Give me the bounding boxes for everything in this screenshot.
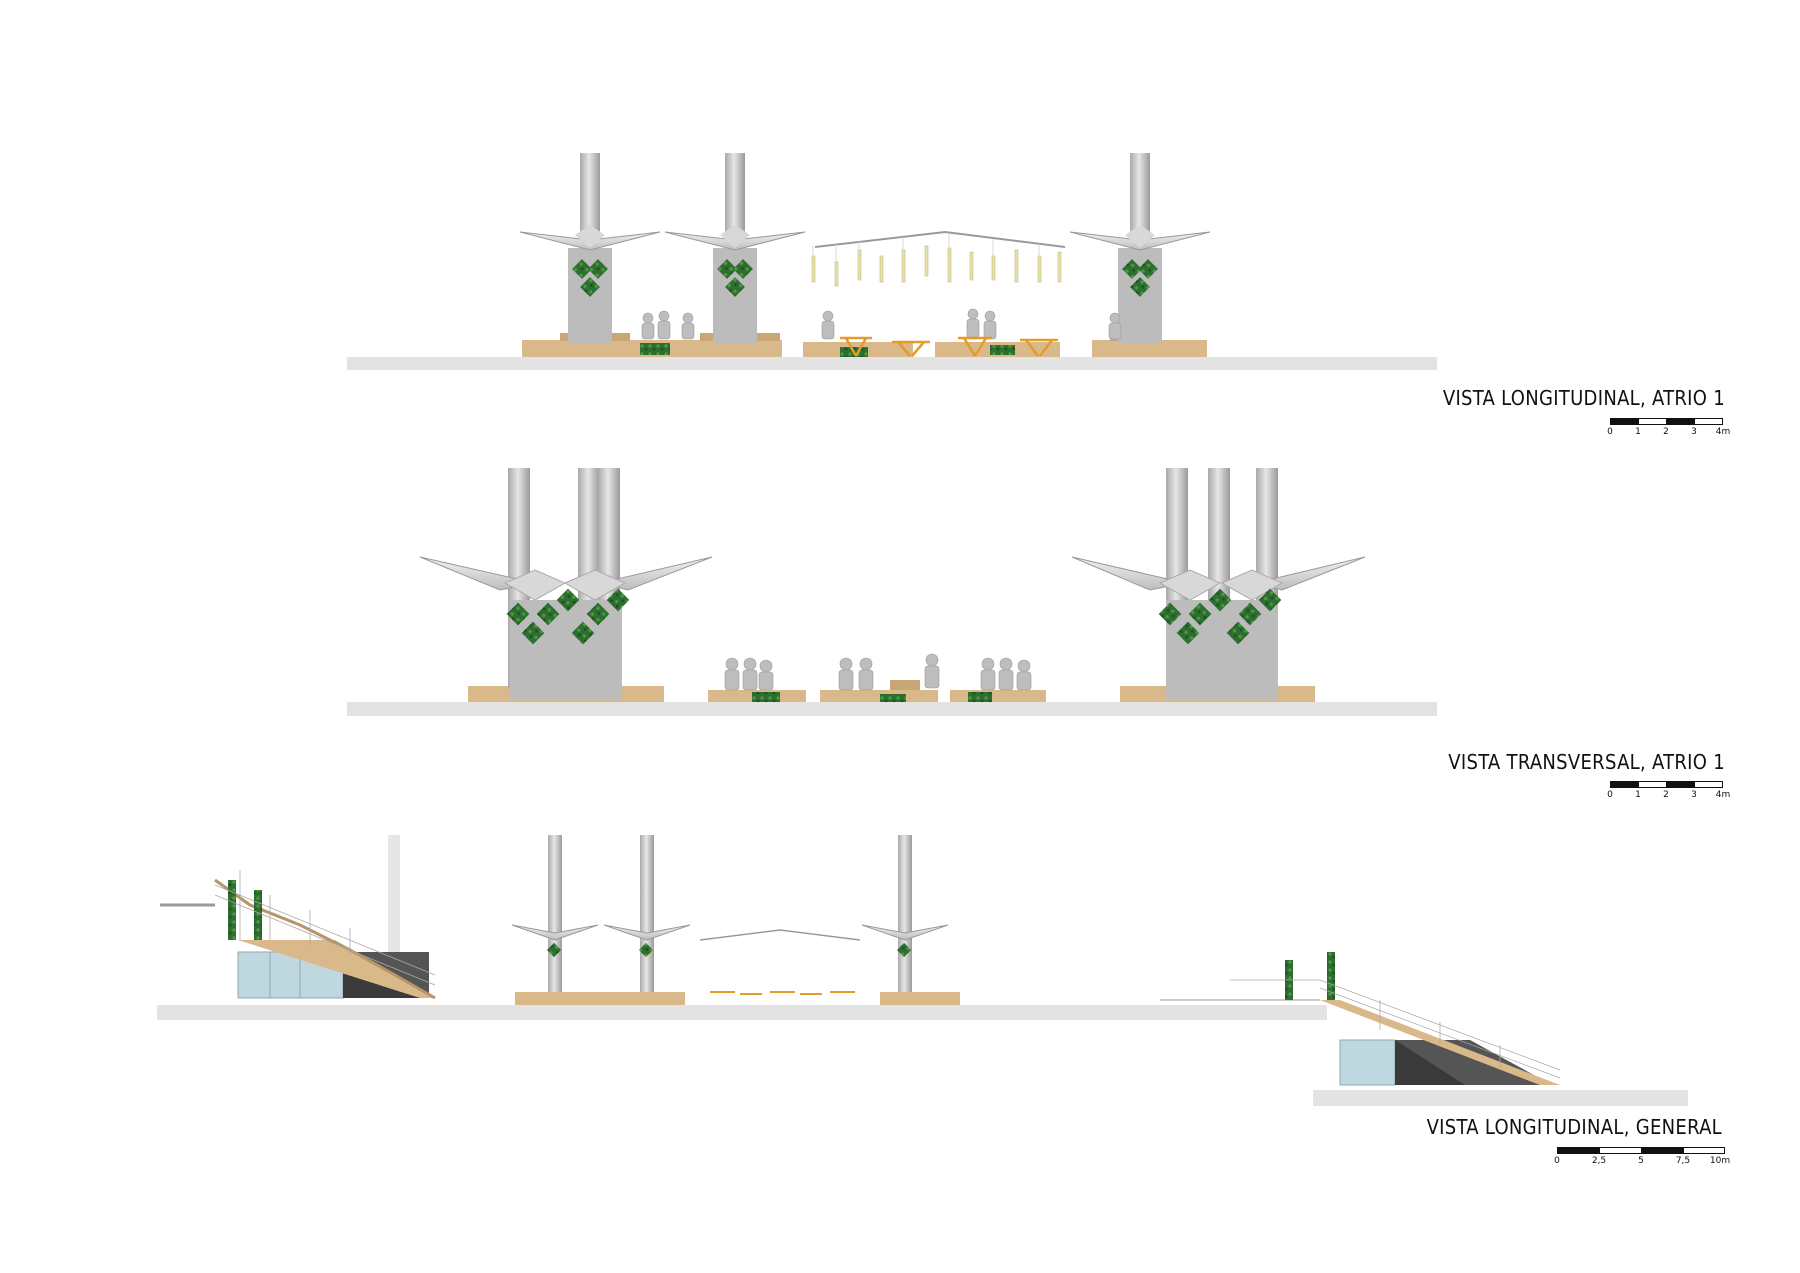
scale-bar: 0 2,5 5 7,5 10m (1554, 1147, 1730, 1169)
tree-column (1069, 153, 1211, 343)
hanging-lamps (811, 245, 1062, 287)
lower-ground-slab (1313, 1090, 1688, 1106)
scale-tick: 4m (1715, 427, 1731, 437)
people (724, 653, 1032, 691)
furniture (840, 336, 1058, 357)
hanging-lamp-canopy (814, 230, 1066, 248)
view-title: VISTA LONGITUDINAL, ATRIO 1 (1442, 386, 1725, 410)
tree-column (519, 153, 661, 343)
ground-slab (347, 702, 1437, 716)
scale-tick: 2,5 (1591, 1156, 1607, 1166)
left-building (160, 835, 436, 1000)
column-cluster (1071, 468, 1366, 700)
scale-tick: 1 (1635, 790, 1641, 800)
tree-column (664, 153, 806, 343)
planter-cubes (506, 588, 630, 645)
ground-slab (157, 1005, 1327, 1020)
atrium-columns (511, 835, 949, 1000)
planter-cubes (1158, 588, 1282, 645)
furniture (710, 991, 855, 995)
people (641, 308, 1122, 340)
scale-tick: 0 (1607, 427, 1613, 437)
right-building (1160, 952, 1561, 1086)
scale-bar: 0 1 2 3 4m (1607, 418, 1730, 440)
scale-tick: 3 (1691, 427, 1697, 437)
scale-tick: 0 (1607, 790, 1613, 800)
view-transversal-atrio (347, 468, 1437, 716)
scale-tick: 5 (1638, 1156, 1644, 1166)
scale-bar: 0 1 2 3 4m (1607, 781, 1730, 803)
column-cluster (419, 468, 713, 700)
view-longitudinal-general (157, 835, 1688, 1106)
scale-tick: 4m (1715, 790, 1731, 800)
view-title: VISTA TRANSVERSAL, ATRIO 1 (1448, 750, 1725, 774)
scale-tick: 2 (1663, 790, 1669, 800)
scale-tick: 3 (1691, 790, 1697, 800)
view-title: VISTA LONGITUDINAL, GENERAL (1426, 1115, 1722, 1139)
ground-slab (347, 357, 1437, 370)
scale-tick: 0 (1554, 1156, 1560, 1166)
view-longitudinal-atrio (347, 153, 1437, 370)
scale-tick: 7,5 (1675, 1156, 1691, 1166)
lamp-canopy (699, 929, 861, 941)
atrium-platforms (515, 992, 960, 1005)
scale-tick: 2 (1663, 427, 1669, 437)
scale-tick: 1 (1635, 427, 1641, 437)
scale-tick: 10m (1709, 1156, 1731, 1166)
